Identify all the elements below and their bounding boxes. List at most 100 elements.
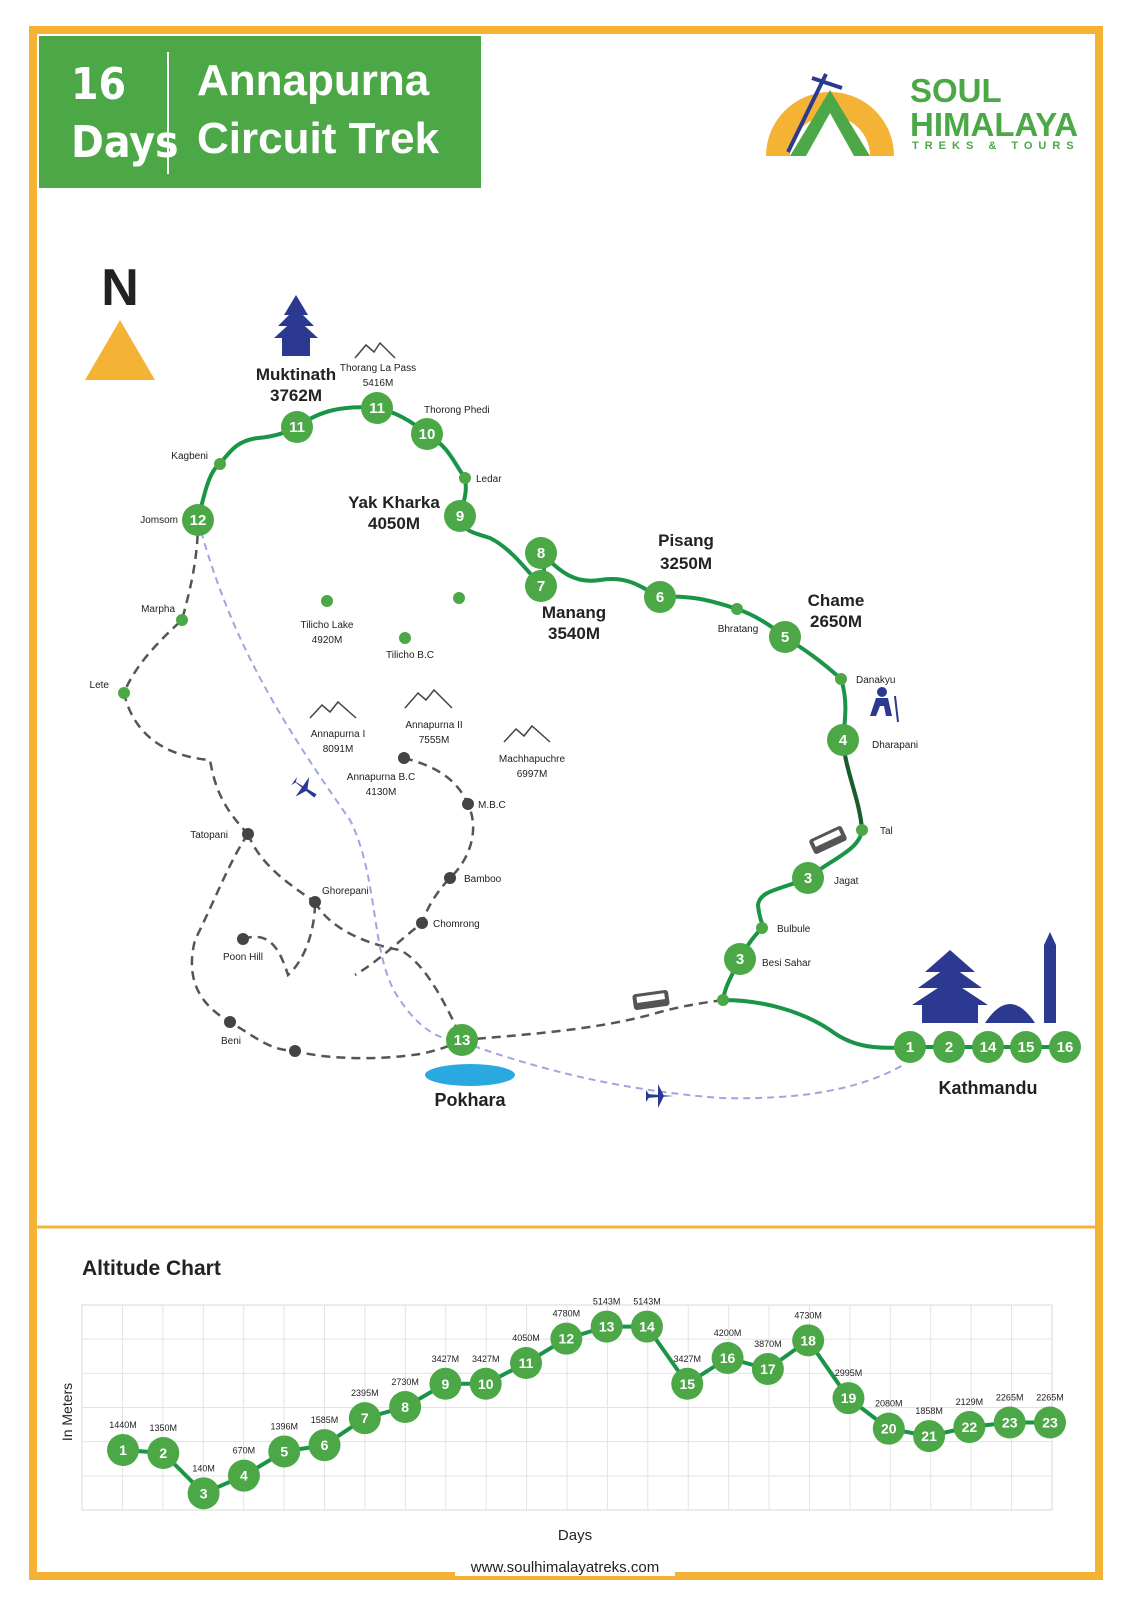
label-poon-hill: Poon Hill xyxy=(223,952,263,963)
label-danakyu: Danakyu xyxy=(856,675,895,686)
chart-day-label: 5 xyxy=(280,1443,288,1459)
route-tatopani-ghorepani xyxy=(246,833,316,904)
chart-day-label: 3 xyxy=(200,1485,208,1501)
stop-mbc xyxy=(462,798,474,810)
dashed-routes xyxy=(122,519,724,1060)
stop-danakyu xyxy=(835,673,847,685)
label-annapurna-bc-alt: 4130M xyxy=(366,787,397,798)
chart-point xyxy=(107,1434,139,1466)
chart-y-axis-label: In Meters xyxy=(59,1383,75,1441)
website-link[interactable]: www.soulhimalayatreks.com xyxy=(455,1559,675,1576)
label-bamboo: Bamboo xyxy=(464,874,502,885)
chart-point xyxy=(187,1477,220,1510)
stop-bhratang xyxy=(731,603,743,615)
chart-day-label: 8 xyxy=(401,1399,409,1415)
day-marker-thorong-phedi: 10 xyxy=(411,418,443,450)
svg-text:11: 11 xyxy=(369,400,385,417)
label-tilicho-lake-alt: 4920M xyxy=(312,635,343,646)
day-marker-besi-sahar: 3 xyxy=(724,943,756,975)
label-manang: Manang xyxy=(542,603,606,622)
chart-value-label: 3427M xyxy=(472,1354,500,1364)
label-ledar: Ledar xyxy=(476,474,502,485)
brand-logo: SOUL HIMALAYA TREKS & TOURS xyxy=(760,68,1090,178)
chart-value-label: 4050M xyxy=(512,1333,540,1343)
chart-day-label: 13 xyxy=(599,1319,615,1335)
chart-day-label: 11 xyxy=(519,1355,534,1371)
stop-ghorepani xyxy=(309,896,321,908)
chart-point xyxy=(872,1412,905,1445)
label-besi-sahar: Besi Sahar xyxy=(762,958,812,969)
chart-value-label: 4200M xyxy=(714,1328,742,1338)
label-machhapuchre: Machhapuchre xyxy=(499,754,566,765)
day-marker-pokhara: 13 xyxy=(446,1024,478,1056)
svg-text:11: 11 xyxy=(289,419,305,436)
day-marker-chame: 5 xyxy=(769,621,801,653)
chart-day-label: 10 xyxy=(478,1376,494,1392)
label-kathmandu: Kathmandu xyxy=(939,1078,1038,1098)
chart-value-label: 1350M xyxy=(150,1423,178,1433)
chart-point xyxy=(671,1367,704,1400)
trekker-icon xyxy=(870,687,899,723)
stop-bamboo xyxy=(444,872,456,884)
chart-value-label: 2265M xyxy=(1036,1393,1064,1403)
label-thorong-phedi: Thorong Phedi xyxy=(424,405,490,416)
chart-point xyxy=(953,1411,986,1444)
stop-besi-junction xyxy=(717,994,729,1006)
stop-kagbeni xyxy=(214,458,226,470)
chart-day-label: 6 xyxy=(321,1437,329,1453)
svg-text:14: 14 xyxy=(980,1039,997,1056)
label-muktinath: Muktinath xyxy=(256,365,336,384)
chart-value-label: 2395M xyxy=(351,1388,379,1398)
label-annapurna-1: Annapurna I xyxy=(311,729,366,740)
label-lete: Lete xyxy=(90,680,110,691)
duration-number: 16 xyxy=(71,59,127,110)
day-marker-muktinath: 11 xyxy=(281,411,313,443)
svg-text:15: 15 xyxy=(1018,1039,1035,1056)
svg-text:9: 9 xyxy=(456,508,464,525)
label-chame-alt: 2650M xyxy=(810,612,862,631)
chart-day-label: 23 xyxy=(1002,1415,1018,1431)
chart-value-label: 5143M xyxy=(633,1297,661,1307)
label-pisang: Pisang xyxy=(658,531,714,550)
label-thorong-la-alt: 5416M xyxy=(363,378,394,389)
stop-tilicho-extra xyxy=(453,592,465,604)
label-tal: Tal xyxy=(880,826,893,837)
label-mbc: M.B.C xyxy=(478,800,506,811)
day-markers: 11 11 10 9 12 8 7 6 5 4 3 3 13 1 2 14 15… xyxy=(182,392,1081,1063)
chart-heading: Altitude Chart xyxy=(82,1257,221,1280)
label-ghorepani: Ghorepani xyxy=(322,886,369,897)
north-arrow-icon xyxy=(85,320,155,380)
chart-point xyxy=(348,1402,381,1435)
label-beni: Beni xyxy=(221,1036,241,1047)
chart-point xyxy=(510,1347,543,1379)
label-yak-kharka: Yak Kharka xyxy=(348,493,440,512)
chart-day-label: 12 xyxy=(559,1331,575,1347)
chart-day-label: 17 xyxy=(760,1361,776,1377)
chart-value-label: 1440M xyxy=(109,1420,137,1430)
label-dharapani: Dharapani xyxy=(872,740,918,751)
svg-text:1: 1 xyxy=(906,1039,914,1056)
route-jomsom-lete xyxy=(122,519,249,835)
title-line-1: Annapurna xyxy=(197,56,430,105)
day-marker-kathmandu-14: 14 xyxy=(972,1031,1004,1063)
label-tilicho-lake: Tilicho Lake xyxy=(301,620,354,631)
label-bhratang: Bhratang xyxy=(718,624,759,635)
label-annapurna-2-alt: 7555M xyxy=(419,735,450,746)
chart-day-label: 9 xyxy=(442,1376,450,1392)
chart-value-label: 5143M xyxy=(593,1297,621,1307)
label-thorong-la: Thorang La Pass xyxy=(340,363,416,374)
chart-point xyxy=(792,1324,825,1357)
stop-tatopani xyxy=(242,828,254,840)
duration: 16 Days xyxy=(71,56,179,172)
chart-point xyxy=(469,1367,502,1400)
flight-pokhara-kathmandu xyxy=(461,1041,906,1100)
chart-day-label: 23 xyxy=(1042,1415,1058,1431)
svg-text:13: 13 xyxy=(454,1032,471,1049)
mountain-icon xyxy=(309,341,551,743)
chart-point xyxy=(550,1322,583,1355)
kathmandu-skyline-icon xyxy=(912,932,1056,1023)
chart-day-label: 21 xyxy=(921,1428,937,1444)
chart-value-label: 3870M xyxy=(754,1339,782,1349)
label-muktinath-alt: 3762M xyxy=(270,386,322,405)
